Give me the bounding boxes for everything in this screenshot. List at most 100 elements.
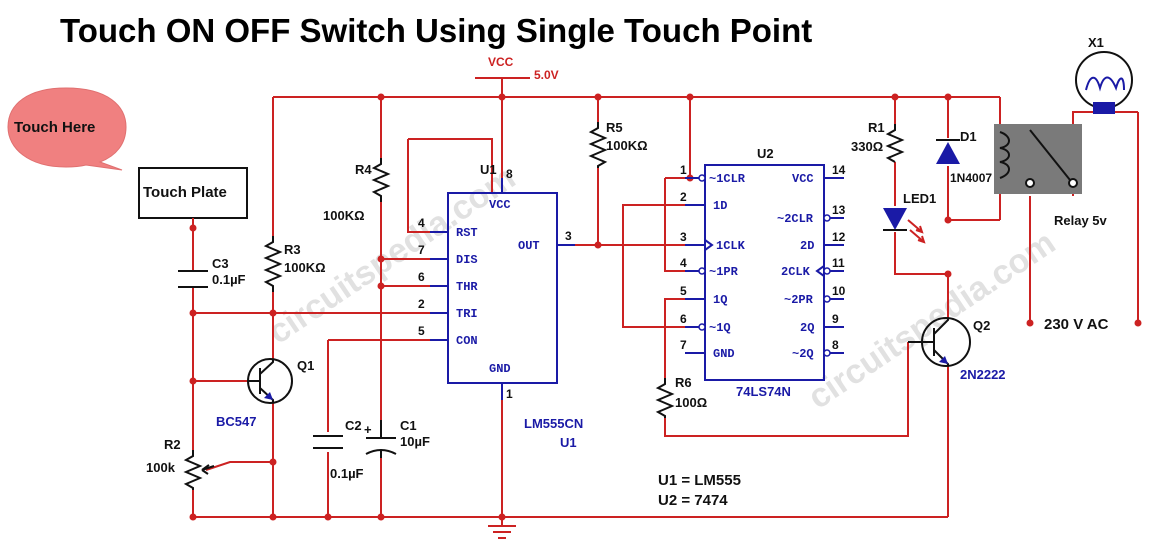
r5-ref: R5 bbox=[606, 120, 623, 135]
u2-pin-num-10: 10 bbox=[832, 284, 846, 298]
u1-pin-num-4: 4 bbox=[418, 216, 425, 230]
u1-pin-name-tri: TRI bbox=[456, 307, 478, 321]
capacitor-c3 bbox=[178, 270, 208, 288]
r6-ref: R6 bbox=[675, 375, 692, 390]
u1-pin-num-2: 2 bbox=[418, 297, 425, 311]
c1-ref: C1 bbox=[400, 418, 417, 433]
u2-pin-num-13: 13 bbox=[832, 203, 846, 217]
u2-pin-name-2pr: ~2PR bbox=[784, 293, 814, 307]
q2-part: 2N2222 bbox=[960, 367, 1006, 382]
u2-pin-num-14: 14 bbox=[832, 163, 846, 177]
u2-pin-name-1clk: 1CLK bbox=[716, 239, 746, 253]
u1-part: LM555CN bbox=[524, 416, 583, 431]
u2-pin-num-12: 12 bbox=[832, 230, 846, 244]
u2-pin-num-6: 6 bbox=[680, 312, 687, 326]
r4-ref: R4 bbox=[355, 162, 372, 177]
u1-pin-num-8: 8 bbox=[506, 167, 513, 181]
diode-d1 bbox=[936, 139, 960, 164]
legend-line-2: U2 = 7474 bbox=[658, 492, 728, 509]
junction-dots bbox=[189, 93, 1142, 521]
vcc-voltage-label: 5.0V bbox=[534, 68, 559, 82]
resistor-r6 bbox=[655, 378, 675, 418]
resistor-r1 bbox=[885, 124, 905, 163]
transistor-q2 bbox=[908, 317, 971, 367]
c3-value: 0.1µF bbox=[212, 272, 246, 287]
r3-ref: R3 bbox=[284, 242, 301, 257]
q1-ref: Q1 bbox=[297, 358, 314, 373]
resistor-r5 bbox=[588, 122, 608, 168]
capacitor-c1 bbox=[365, 420, 397, 458]
u2-pin-num-9: 9 bbox=[832, 312, 839, 326]
mains-label: 230 V AC bbox=[1044, 316, 1109, 333]
u1-pin-name-dis: DIS bbox=[456, 253, 478, 267]
resistor-r3 bbox=[263, 236, 283, 292]
u2-pin-num-2: 2 bbox=[680, 190, 687, 204]
u2-pin-name-1clr: ~1CLR bbox=[709, 172, 746, 186]
u1-pin-name-rst: RST bbox=[456, 226, 478, 240]
u2-pin-name-2q: 2Q bbox=[800, 321, 814, 335]
ground-symbol bbox=[488, 525, 516, 539]
u2-part: 74LS74N bbox=[736, 384, 791, 399]
lamp-x1 bbox=[1075, 51, 1133, 114]
page-title: Touch ON OFF Switch Using Single Touch P… bbox=[60, 12, 812, 49]
u2-pin-name-gnd: GND bbox=[713, 347, 735, 361]
r1-ref: R1 bbox=[868, 120, 885, 135]
vcc-label: VCC bbox=[488, 55, 514, 69]
ic-u2 bbox=[685, 164, 844, 381]
u2-pin-name-2clk: 2CLK bbox=[781, 265, 811, 279]
u2-ref: U2 bbox=[757, 146, 774, 161]
u1-pin-num-1: 1 bbox=[506, 387, 513, 401]
q1-part: BC547 bbox=[216, 414, 256, 429]
c3-ref: C3 bbox=[212, 256, 229, 271]
transistor-q1 bbox=[247, 358, 293, 404]
u2-pin-name-n1q: ~1Q bbox=[709, 321, 731, 335]
resistor-r4 bbox=[371, 158, 391, 202]
u2-pin-name-1q: 1Q bbox=[713, 293, 727, 307]
u1-ref-bottom: U1 bbox=[560, 435, 577, 450]
r2-ref: R2 bbox=[164, 437, 181, 452]
u1-pin-num-6: 6 bbox=[418, 270, 425, 284]
r2-value: 100k bbox=[146, 460, 176, 475]
led1-ref: LED1 bbox=[903, 191, 936, 206]
u1-pin-name-vcc: VCC bbox=[489, 198, 511, 212]
relay-label: Relay 5v bbox=[1054, 213, 1108, 228]
d1-ref: D1 bbox=[960, 129, 977, 144]
led1 bbox=[883, 208, 926, 244]
u1-pin-num-5: 5 bbox=[418, 324, 425, 338]
u2-pin-num-3: 3 bbox=[680, 230, 687, 244]
touch-plate-label: Touch Plate bbox=[143, 184, 227, 201]
legend-line-1: U1 = LM555 bbox=[658, 472, 741, 489]
ic-u1 bbox=[430, 178, 575, 400]
u2-pin-num-5: 5 bbox=[680, 284, 687, 298]
u2-pin-name-2d: 2D bbox=[800, 239, 814, 253]
relay bbox=[994, 124, 1082, 194]
u1-pin-name-thr: THR bbox=[456, 280, 478, 294]
touch-here-text: Touch Here bbox=[14, 119, 95, 136]
u2-pin-name-n2q: ~2Q bbox=[792, 347, 814, 361]
u1-pin-num-3: 3 bbox=[565, 229, 572, 243]
c2-ref: C2 bbox=[345, 418, 362, 433]
r3-value: 100KΩ bbox=[284, 260, 326, 275]
u2-pin-name-1pr: ~1PR bbox=[709, 265, 739, 279]
u1-pin-num-7: 7 bbox=[418, 243, 425, 257]
u2-pin-name-vcc: VCC bbox=[792, 172, 814, 186]
u2-pin-num-4: 4 bbox=[680, 256, 687, 270]
u2-pin-name-2clr: ~2CLR bbox=[777, 212, 814, 226]
u2-pin-num-8: 8 bbox=[832, 338, 839, 352]
u1-ref-top: U1 bbox=[480, 162, 497, 177]
r5-value: 100KΩ bbox=[606, 138, 648, 153]
q2-ref: Q2 bbox=[973, 318, 990, 333]
u2-pin-num-1: 1 bbox=[680, 163, 687, 177]
r6-value: 100Ω bbox=[675, 395, 707, 410]
r4-value: 100KΩ bbox=[323, 208, 365, 223]
u1-pin-name-out: OUT bbox=[518, 239, 540, 253]
touch-here-bubble: Touch Here bbox=[7, 87, 127, 171]
u1-pin-name-gnd: GND bbox=[489, 362, 511, 376]
c1-value: 10µF bbox=[400, 434, 430, 449]
touch-plate: Touch Plate bbox=[138, 167, 248, 219]
r1-value: 330Ω bbox=[851, 139, 883, 154]
u2-pin-num-11: 11 bbox=[832, 256, 845, 270]
potentiometer-r2 bbox=[183, 450, 215, 490]
d1-part: 1N4007 bbox=[950, 171, 992, 185]
